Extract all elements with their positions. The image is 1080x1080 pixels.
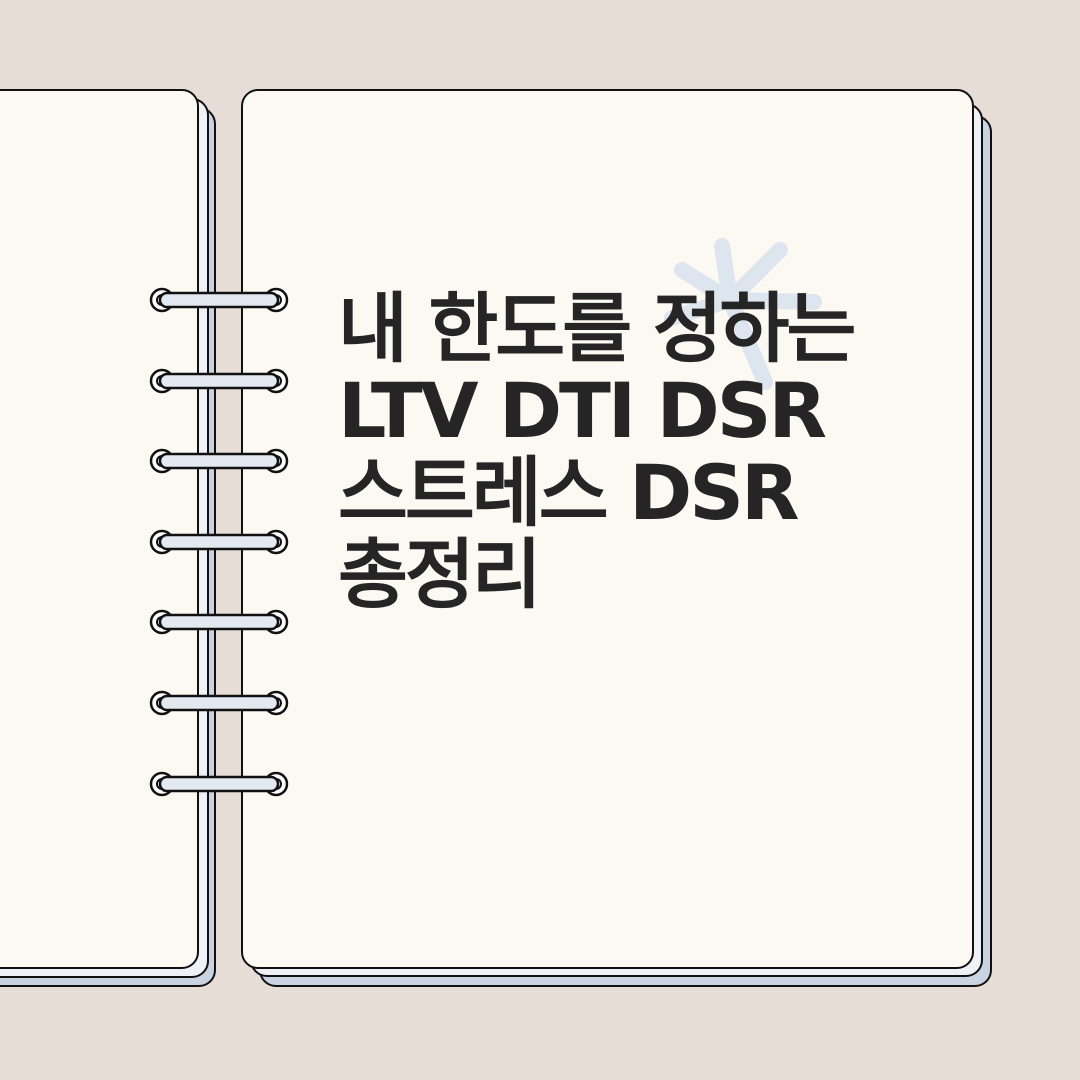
spiral-binding-ring-icon [149, 690, 289, 716]
title-line-1: 내 한도를 정하는 [338, 284, 856, 373]
spiral-binding-ring-icon [149, 368, 289, 394]
spiral-binding-ring-icon [149, 287, 289, 313]
spiral-binding-ring-icon [149, 448, 289, 474]
spiral-binding-ring-icon [149, 609, 289, 635]
title-line-4: 총정리 [338, 530, 542, 619]
title-line-3: 스트레스 DSR [338, 448, 799, 537]
asterisk-sparkle-icon [664, 238, 822, 390]
left-page [0, 89, 199, 969]
left-page-stack [0, 89, 216, 987]
spiral-binding [149, 287, 289, 797]
spiral-binding-ring-icon [149, 771, 289, 797]
right-page [241, 89, 974, 969]
spiral-binding-ring-icon [149, 529, 289, 555]
title-line-2: LTV DTI DSR [338, 366, 827, 455]
right-page-stack [241, 89, 992, 987]
page-title: 내 한도를 정하는 LTV DTI DSR 스트레스 DSR 총정리 [338, 288, 978, 616]
